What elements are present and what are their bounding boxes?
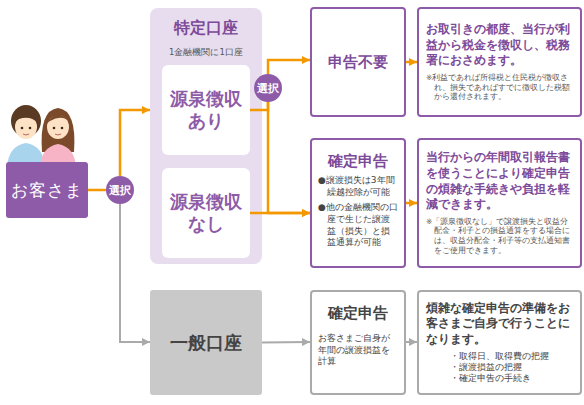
account-label: 一般口座 [170,331,242,355]
process-heading: 申告不要 [328,53,388,72]
account-band: 特定口座 1金融機関に1口座源泉徴収あり源泉徴収なし [150,8,262,264]
option-box: 源泉徴収なし [162,168,250,258]
result-text: お取引きの都度、当行が利益から税金を徴収し、税務署におさめます。 [426,22,573,69]
flow-arrow [406,202,417,205]
choice-circle: 選択 [254,74,282,102]
result-box: 当行からの年間取引報告書を使うことにより確定申告の煩雑な手続きや負担を軽減できま… [417,138,582,268]
option-box: 源泉徴収あり [162,65,250,155]
result-text: 煩雑な確定申告の準備をお客さまご自身で行うことになります。 [426,301,573,348]
eye [61,127,64,130]
eye [29,127,32,130]
bangs [46,114,70,124]
customer-illustration [7,105,76,168]
result-box: お取引きの都度、当行が利益から税金を徴収し、税務署におさめます。 ※利益であれば所… [417,7,582,117]
account-box: 一般口座 [150,290,262,395]
flow-arrow [268,102,310,213]
flow-arrow [120,204,150,342]
process-text: お客さまご自身が年間の譲渡損益を計算 [318,333,398,368]
list-item: ・譲渡損益の把握 [426,362,573,373]
process-box: 確定申告 ●譲渡損失は3年間繰越控除が可能 ●他の金融機関の口座で生じた譲渡益（損失… [310,138,406,268]
flow-arrow [262,341,310,344]
flow-arrow [406,341,417,343]
mouth [55,134,61,135]
list-item: ・取得日、取得費の把握 [426,351,573,362]
bullet-text: ●譲渡損失は3年間繰越控除が可能 [318,175,398,198]
bullet-text: ●他の金融機関の口座で生じた譲渡益（損失）と損益通算が可能 [318,202,398,249]
bangs [14,114,38,124]
option-label: 源泉徴収あり [168,88,244,133]
result-text: 当行からの年間取引報告書を使うことにより確定申告の煩雑な手続きや負担を軽減できま… [426,150,573,212]
choice-label: 選択 [257,81,279,96]
choice-circle: 選択 [106,176,134,204]
flow-arrow [406,61,417,64]
process-heading: 確定申告 [318,304,398,323]
result-box: 煩雑な確定申告の準備をお客さまご自身で行うことになります。・取得日、取得費の把握… [417,290,582,395]
flow-arrow [268,60,310,74]
list-item: ・確定申告の手続き [426,373,573,384]
mouth [23,134,29,135]
face [47,115,69,139]
result-note: ※「源泉徴収なし」で譲渡損失と収益分配金・利子との損益通算をする場合には、収益分… [426,217,573,256]
result-note: ※利益であれば所得税と住民税が徴収され、損失であればすでに徴収した税額から還付さ… [426,73,573,102]
eye [21,127,24,130]
eye [53,127,56,130]
band-note: 1金融機関に1口座 [169,47,243,59]
band-heading: 特定口座 [174,18,238,39]
process-box: 確定申告お客さまご自身が年間の譲渡損益を計算 [310,290,406,395]
flow-arrow [88,189,106,192]
customer-label: お客さま [11,179,83,202]
process-box: 申告不要 [310,7,406,117]
customer-box: お客さま [6,162,88,218]
choice-label: 選択 [109,183,131,198]
option-label: 源泉徴収なし [168,191,244,236]
process-heading: 確定申告 [318,152,398,171]
flow-arrow [120,110,150,176]
